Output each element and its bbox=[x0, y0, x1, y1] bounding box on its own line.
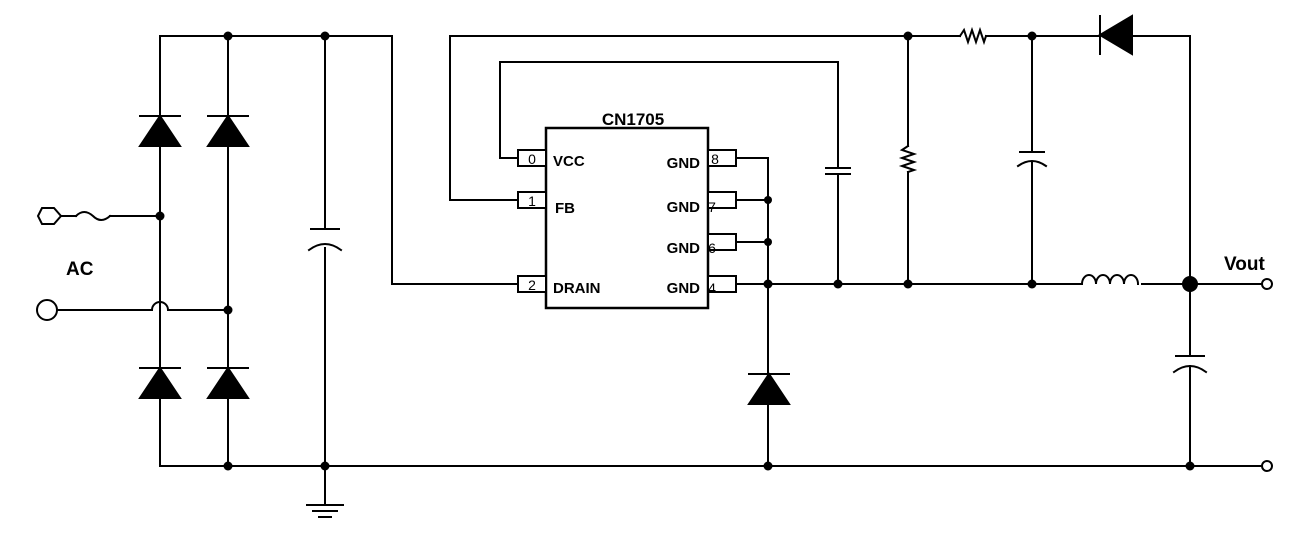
resistor-load bbox=[898, 144, 918, 174]
ic-part-label: CN1705 bbox=[602, 110, 664, 129]
ic-pin-number: 2 bbox=[528, 277, 536, 293]
ic-pin-number: 1 bbox=[528, 193, 536, 209]
ac-terminal-2 bbox=[36, 299, 58, 321]
junctions bbox=[155, 31, 1198, 471]
capacitor-sense bbox=[1016, 151, 1048, 168]
ic-pin-box-fb bbox=[517, 191, 547, 209]
ic-pin-box-drain bbox=[517, 275, 547, 293]
ic-pin-name-gnd: GND bbox=[667, 280, 701, 297]
capacitor-bulk bbox=[307, 228, 343, 252]
fuse bbox=[74, 211, 112, 221]
ic-cn1705: CN1705 0 1 2 VCC FB DRAIN 8 7 6 4 GND GN… bbox=[517, 110, 737, 310]
ac-terminal-1 bbox=[36, 207, 63, 225]
ic-pin-name-vcc: VCC bbox=[553, 153, 585, 170]
vout-terminal bbox=[1261, 278, 1273, 290]
diode-output bbox=[1098, 14, 1133, 56]
ic-pin-number: 6 bbox=[708, 240, 716, 256]
ic-pin-number: 7 bbox=[708, 199, 716, 215]
ic-pin-name-gnd: GND bbox=[667, 240, 701, 257]
ic-pin-name-gnd: GND bbox=[667, 155, 701, 172]
ic-pin-number: 4 bbox=[708, 280, 716, 296]
ground-out-terminal bbox=[1261, 460, 1273, 472]
ground-symbol bbox=[306, 504, 344, 518]
vout-label: Vout bbox=[1224, 254, 1265, 275]
diode-bridge-top-right bbox=[206, 114, 250, 147]
capacitor-output bbox=[1172, 355, 1208, 374]
inductor bbox=[1080, 274, 1140, 286]
diode-bridge-top-left bbox=[138, 114, 182, 147]
diode-freewheel bbox=[747, 372, 791, 405]
ic-pin-box-6 bbox=[707, 233, 737, 251]
diode-bridge-bottom-right bbox=[206, 366, 250, 399]
ic-pin-name-fb: FB bbox=[555, 200, 575, 217]
capacitor-vcc bbox=[825, 167, 851, 175]
ic-pin-name-drain: DRAIN bbox=[553, 280, 601, 297]
ac-label: AC bbox=[66, 259, 94, 280]
ic-pin-box-7 bbox=[707, 191, 737, 209]
diode-bridge-bottom-left bbox=[138, 366, 182, 399]
ic-pin-name-gnd: GND bbox=[667, 199, 701, 216]
ic-pin-box-4 bbox=[707, 275, 737, 293]
ic-pin-number: 0 bbox=[528, 151, 536, 167]
wires bbox=[57, 35, 1263, 506]
ic-pin-box-vcc bbox=[517, 149, 547, 167]
resistor-series bbox=[958, 26, 988, 46]
ic-pin-box-8 bbox=[707, 149, 737, 167]
ic-pin-number: 8 bbox=[711, 151, 719, 167]
